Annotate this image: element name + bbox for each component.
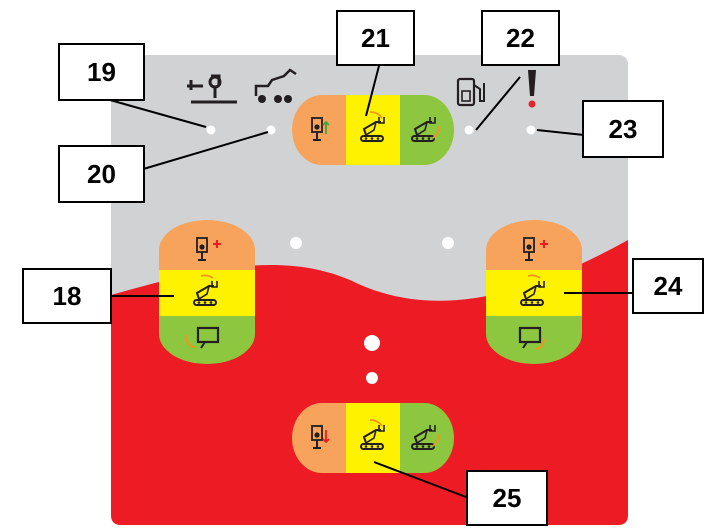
warning-exclamation-icon: [528, 70, 536, 108]
leader-lines: [109, 61, 634, 498]
callout-19: 19: [58, 43, 145, 101]
platform-icon: [193, 274, 218, 306]
callout-20: 20: [58, 145, 145, 203]
stabilizer-icon: [187, 74, 237, 104]
indicator-led-19: [206, 125, 216, 135]
callout-25: 25: [466, 470, 548, 526]
callout-23: 23: [582, 100, 664, 158]
callout-18: 18: [22, 268, 112, 324]
indicator-led-23: [526, 125, 536, 135]
indicator-led-center-small: [366, 372, 378, 384]
callout-24: 24: [632, 258, 704, 314]
indicator-led-right: [442, 237, 454, 249]
button-group-25: [292, 403, 454, 473]
platform-raise-icon: [411, 116, 440, 142]
callout-22: 22: [481, 10, 560, 66]
stabilizer-up-button[interactable]: [292, 95, 346, 165]
fuel-pump-icon: [456, 77, 485, 107]
platform-tilt-icon: [360, 419, 385, 450]
button-group-21: [292, 95, 454, 165]
button-group-24: [486, 220, 582, 364]
stabilizer-down-icon: [311, 425, 330, 449]
screen-icon: [184, 326, 220, 350]
screen-button-right[interactable]: [486, 316, 582, 364]
indicator-led-22: [464, 125, 474, 135]
vehicle-platform-icon: [254, 68, 297, 103]
platform-raise-button-bottom[interactable]: [400, 403, 454, 473]
indicator-led-left: [290, 237, 302, 249]
platform-raise-icon: [411, 424, 440, 450]
screen-icon: [518, 326, 545, 350]
callout-21: 21: [336, 10, 415, 66]
mast-plus-icon: [196, 237, 221, 261]
indicator-led-center-large: [364, 335, 380, 351]
platform-tilt-icon: [360, 111, 385, 142]
stabilizer-down-button[interactable]: [292, 403, 346, 473]
platform-raise-button[interactable]: [400, 95, 454, 165]
screen-button-left[interactable]: [159, 316, 255, 364]
platform-icon: [520, 274, 545, 306]
stabilizer-up-icon: [311, 117, 330, 141]
button-group-18: [159, 220, 255, 364]
mast-plus-icon: [523, 237, 548, 261]
indicator-led-20: [266, 125, 276, 135]
